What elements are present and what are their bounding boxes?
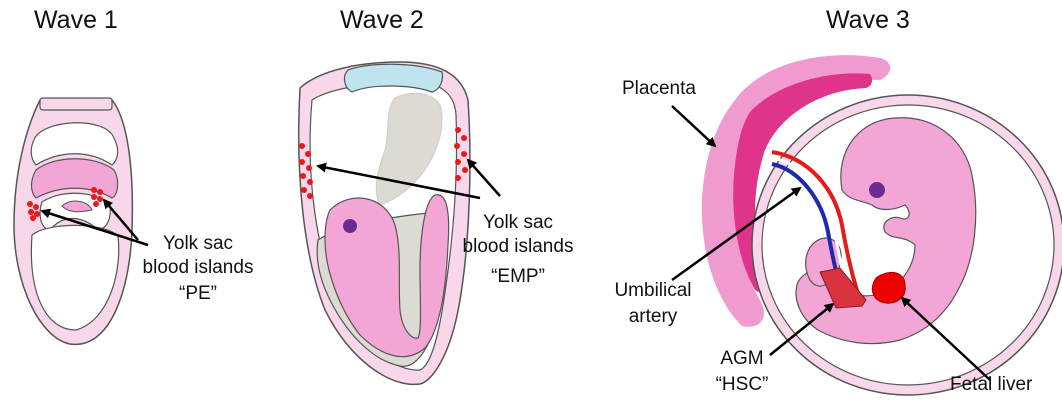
wave2-title: Wave 2 [340, 6, 424, 34]
wave3-umbilical-label-line1: Umbilical [598, 280, 708, 302]
wave2-arrow-right [468, 160, 500, 196]
wave2-label-line2: blood islands [448, 236, 588, 258]
wave3-umbilical-label-line2: artery [598, 306, 708, 328]
wave3-title: Wave 3 [826, 6, 910, 34]
wave3-fetal-liver-label: Fetal liver [950, 374, 1032, 396]
wave3-hsc-label: “HSC” [702, 374, 782, 396]
wave2-label-line3: “EMP” [448, 266, 588, 288]
wave3-embryo-eye [869, 182, 885, 198]
wave3-agm-label: AGM [702, 348, 782, 370]
wave3-fetal-liver [872, 272, 905, 303]
wave1-label-line2: blood islands [128, 257, 268, 279]
wave1-label-line3: “PE” [128, 283, 268, 305]
wave3-placenta-arrow [672, 106, 715, 146]
wave1-embryo [14, 98, 148, 344]
wave1-title: Wave 1 [34, 6, 118, 34]
wave1-label-line1: Yolk sac [128, 233, 268, 255]
wave1-ectoplacental-cone [40, 98, 112, 110]
wave3-placenta-label: Placenta [622, 78, 696, 100]
wave3-embryo [672, 55, 1062, 395]
wave2-label-line1: Yolk sac [448, 212, 588, 234]
wave2-embryo-eye [343, 219, 357, 233]
